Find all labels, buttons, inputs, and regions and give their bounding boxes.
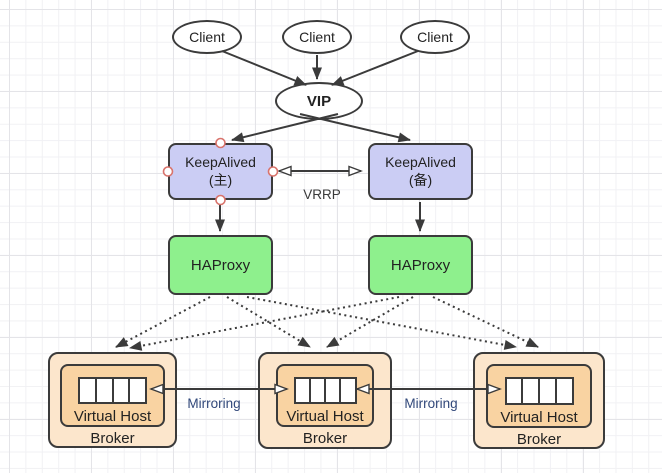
keepalived-backup-label: KeepAlived (备)	[385, 154, 456, 189]
node-broker-2[interactable]: Virtual Host Broker	[258, 352, 392, 449]
edge-haproxy-left-broker2[interactable]	[226, 296, 311, 348]
keepalived-role: (主)	[208, 171, 233, 188]
broker-label: Broker	[516, 431, 562, 448]
queue-cell	[113, 379, 131, 402]
node-broker-1[interactable]: Virtual Host Broker	[48, 352, 177, 448]
queue-icon	[78, 377, 147, 404]
node-keepalived-master[interactable]: KeepAlived (主)	[168, 143, 273, 200]
keepalived-name: KeepAlived	[385, 154, 456, 170]
queue-cell	[540, 379, 557, 403]
client-label: Client	[189, 29, 225, 45]
vip-label: VIP	[306, 92, 332, 110]
edge-client3-vip[interactable]	[331, 50, 419, 86]
keepalived-name: KeepAlived	[185, 154, 256, 170]
virtual-host-box[interactable]: Virtual Host	[486, 364, 592, 428]
mirroring-edge-label-left[interactable]: Mirroring	[187, 396, 241, 411]
edge-haproxy-left-broker3[interactable]	[246, 296, 517, 350]
client-label: Client	[299, 29, 335, 45]
node-vip[interactable]: VIP	[275, 82, 363, 120]
mirroring-edge-label-right[interactable]: Mirroring	[404, 396, 458, 411]
edge-haproxy-left-broker1[interactable]	[115, 296, 211, 348]
virtual-host-label: Virtual Host	[500, 409, 578, 426]
queue-icon	[504, 377, 574, 405]
edge-haproxy-right-broker1[interactable]	[129, 296, 400, 351]
broker-label: Broker	[90, 430, 135, 447]
queue-cell	[523, 379, 540, 403]
queue-cell	[295, 379, 311, 402]
edge-haproxy-right-broker3[interactable]	[432, 296, 539, 348]
keepalived-master-label: KeepAlived (主)	[185, 154, 256, 189]
queue-cell	[326, 379, 342, 402]
queue-icon	[293, 377, 357, 404]
haproxy-label: HAProxy	[390, 256, 451, 274]
virtual-host-box[interactable]: Virtual Host	[60, 364, 165, 427]
queue-cell	[310, 379, 326, 402]
queue-cell	[96, 379, 114, 402]
keepalived-role: (备)	[408, 171, 433, 188]
haproxy-label: HAProxy	[190, 256, 251, 274]
queue-cell	[506, 379, 524, 403]
node-keepalived-backup[interactable]: KeepAlived (备)	[368, 143, 473, 200]
broker-label: Broker	[302, 430, 348, 447]
vrrp-edge-label[interactable]: VRRP	[303, 187, 341, 202]
node-client-3[interactable]: Client	[400, 20, 470, 54]
virtual-host-box[interactable]: Virtual Host	[276, 364, 374, 427]
node-haproxy-right[interactable]: HAProxy	[368, 235, 473, 295]
client-label: Client	[417, 29, 453, 45]
queue-cell	[130, 379, 145, 402]
node-broker-3[interactable]: Virtual Host Broker	[473, 352, 605, 449]
queue-cell	[80, 379, 97, 402]
node-client-2[interactable]: Client	[282, 20, 352, 54]
node-client-1[interactable]: Client	[172, 20, 242, 54]
node-haproxy-left[interactable]: HAProxy	[168, 235, 273, 295]
edge-haproxy-right-broker2[interactable]	[326, 296, 414, 348]
queue-cell	[556, 379, 572, 403]
queue-cell	[341, 379, 355, 402]
virtual-host-label: Virtual Host	[73, 408, 152, 425]
edge-client1-vip[interactable]	[221, 50, 307, 86]
virtual-host-label: Virtual Host	[286, 408, 364, 425]
